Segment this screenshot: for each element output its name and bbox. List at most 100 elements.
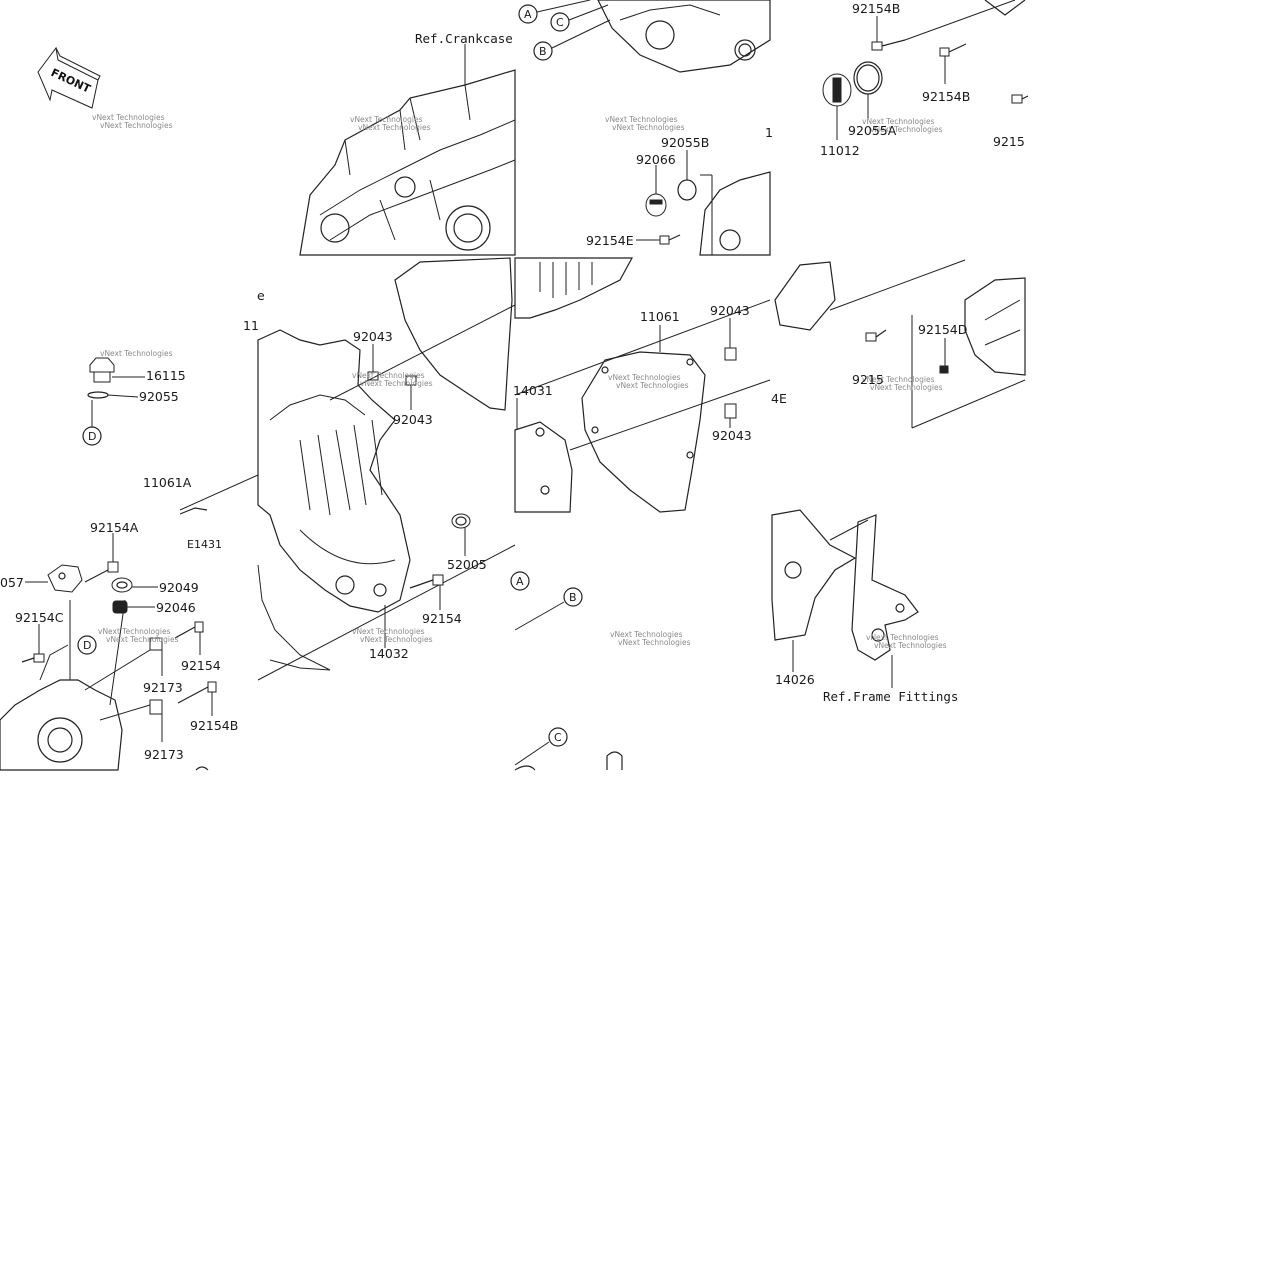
gasket-11061-left <box>394 257 513 411</box>
watermark: vNext Technologies <box>358 123 431 132</box>
bolt-92154d <box>939 338 949 374</box>
part-label: 92154B <box>922 89 970 104</box>
watermark: vNext Technologies <box>862 117 935 126</box>
part-label: 92049 <box>159 580 199 595</box>
engine-fragment-top <box>597 0 771 73</box>
svg-text:C: C <box>554 731 562 744</box>
watermark: vNext Technologies <box>352 627 425 636</box>
frame-bracket <box>829 514 919 688</box>
crankcase-drawing <box>299 69 516 256</box>
marker-d-left: D <box>82 400 102 446</box>
clutch-cover-left <box>0 599 126 771</box>
dowel-92043-c <box>724 318 737 361</box>
watermark: vNext Technologies <box>360 379 433 388</box>
drain-plug-16115 <box>89 357 145 383</box>
watermark: vNext Technologies <box>92 113 165 122</box>
filler-plug-11012 <box>822 73 852 140</box>
collar-92046 <box>112 600 155 614</box>
front-arrow-icon: FRONT <box>37 46 101 109</box>
watermark: vNext Technologies <box>106 635 179 644</box>
dowel-92043-b <box>405 375 417 410</box>
part-label: 92154D <box>918 322 967 337</box>
marker-b-top: B <box>533 19 611 61</box>
part-label: 92154 <box>181 658 221 673</box>
watermark: vNext Technologies <box>612 123 685 132</box>
svg-text:D: D <box>83 639 91 652</box>
seal-92049 <box>111 577 158 593</box>
watermark: vNext Technologies <box>605 115 678 124</box>
bolt-9215-right <box>1011 94 1029 104</box>
watermark: vNext Technologies <box>616 381 689 390</box>
svg-text:A: A <box>524 8 532 21</box>
bolt-92154b-mid <box>939 43 967 84</box>
cover-fragment-mid <box>699 171 771 256</box>
bolt-92154a <box>84 533 119 583</box>
watermark: vNext Technologies <box>98 627 171 636</box>
part-label: E1431 <box>187 538 222 551</box>
marker-d-lower: D <box>77 635 97 655</box>
part-label: 92046 <box>156 600 196 615</box>
part-label: 11 <box>243 318 259 333</box>
svg-text:B: B <box>539 45 547 58</box>
svg-text:B: B <box>569 591 577 604</box>
part-label: 14032 <box>369 646 409 661</box>
watermark: vNext Technologies <box>870 125 943 134</box>
engine-cover-14032 <box>257 329 411 613</box>
watermark: vNext Technologies <box>360 635 433 644</box>
watermark: vNext Technologies <box>618 638 691 647</box>
clamp-92173-b <box>149 699 163 742</box>
part-label: 057 <box>0 575 24 590</box>
bolt-92154e <box>636 234 681 245</box>
part-label: 14031 <box>513 383 553 398</box>
marker-c-lower: C <box>514 727 568 766</box>
part-label: 14026 <box>775 672 815 687</box>
part-label: 11061 <box>640 309 680 324</box>
part-label: 11061A <box>143 475 192 490</box>
part-label: 92043 <box>712 428 752 443</box>
gasket-11061 <box>581 325 706 513</box>
part-label: 92173 <box>144 747 184 762</box>
marker-a-lower: A <box>510 571 530 591</box>
watermark: vNext Technologies <box>100 349 173 358</box>
part-label: 92154C <box>15 610 64 625</box>
dowel-92043-a <box>367 344 379 381</box>
bolt-92154b-top <box>871 16 906 51</box>
svg-text:C: C <box>556 16 564 29</box>
svg-text:A: A <box>516 575 524 588</box>
bolt-92154-b <box>409 574 444 610</box>
marker-c-top: C <box>550 4 609 32</box>
part-label: 16115 <box>146 368 186 383</box>
ref-frame-fittings-label: Ref.Frame Fittings <box>823 689 958 704</box>
watermark: vNext Technologies <box>862 375 935 384</box>
part-label: 92154 <box>422 611 462 626</box>
part-label: 92154B <box>852 1 900 16</box>
watermark: vNext Technologies <box>100 121 173 130</box>
plug-92066 <box>645 165 667 217</box>
watermark: vNext Technologies <box>874 641 947 650</box>
cylinder-fins-fragment <box>514 257 634 319</box>
o-ring-92055a <box>853 61 883 118</box>
watermark: vNext Technologies <box>870 383 943 392</box>
bolt-92154b-low <box>177 681 217 716</box>
part-label: 92055B <box>661 135 709 150</box>
part-label: 4E <box>771 391 787 406</box>
part-label: 92066 <box>636 152 676 167</box>
part-label: 92043 <box>353 329 393 344</box>
cover-14031 <box>514 398 573 513</box>
bolt-92154c <box>21 624 45 663</box>
part-label: e <box>257 288 265 303</box>
seal-52005 <box>451 513 471 556</box>
dowel-92043-d <box>724 403 737 428</box>
part-label: 9215 <box>993 134 1025 149</box>
part-label: 92043 <box>393 412 433 427</box>
part-label: 92173 <box>143 680 183 695</box>
clamp-92173-a <box>149 637 163 676</box>
side-cover-right <box>774 261 1026 376</box>
part-label: 92154A <box>90 520 139 535</box>
part-label: 92154E <box>586 233 634 248</box>
part-label: 92154B <box>190 718 238 733</box>
part-label: 92055A <box>848 123 897 138</box>
part-label: 92043 <box>710 303 750 318</box>
o-ring-92055b <box>677 150 697 201</box>
